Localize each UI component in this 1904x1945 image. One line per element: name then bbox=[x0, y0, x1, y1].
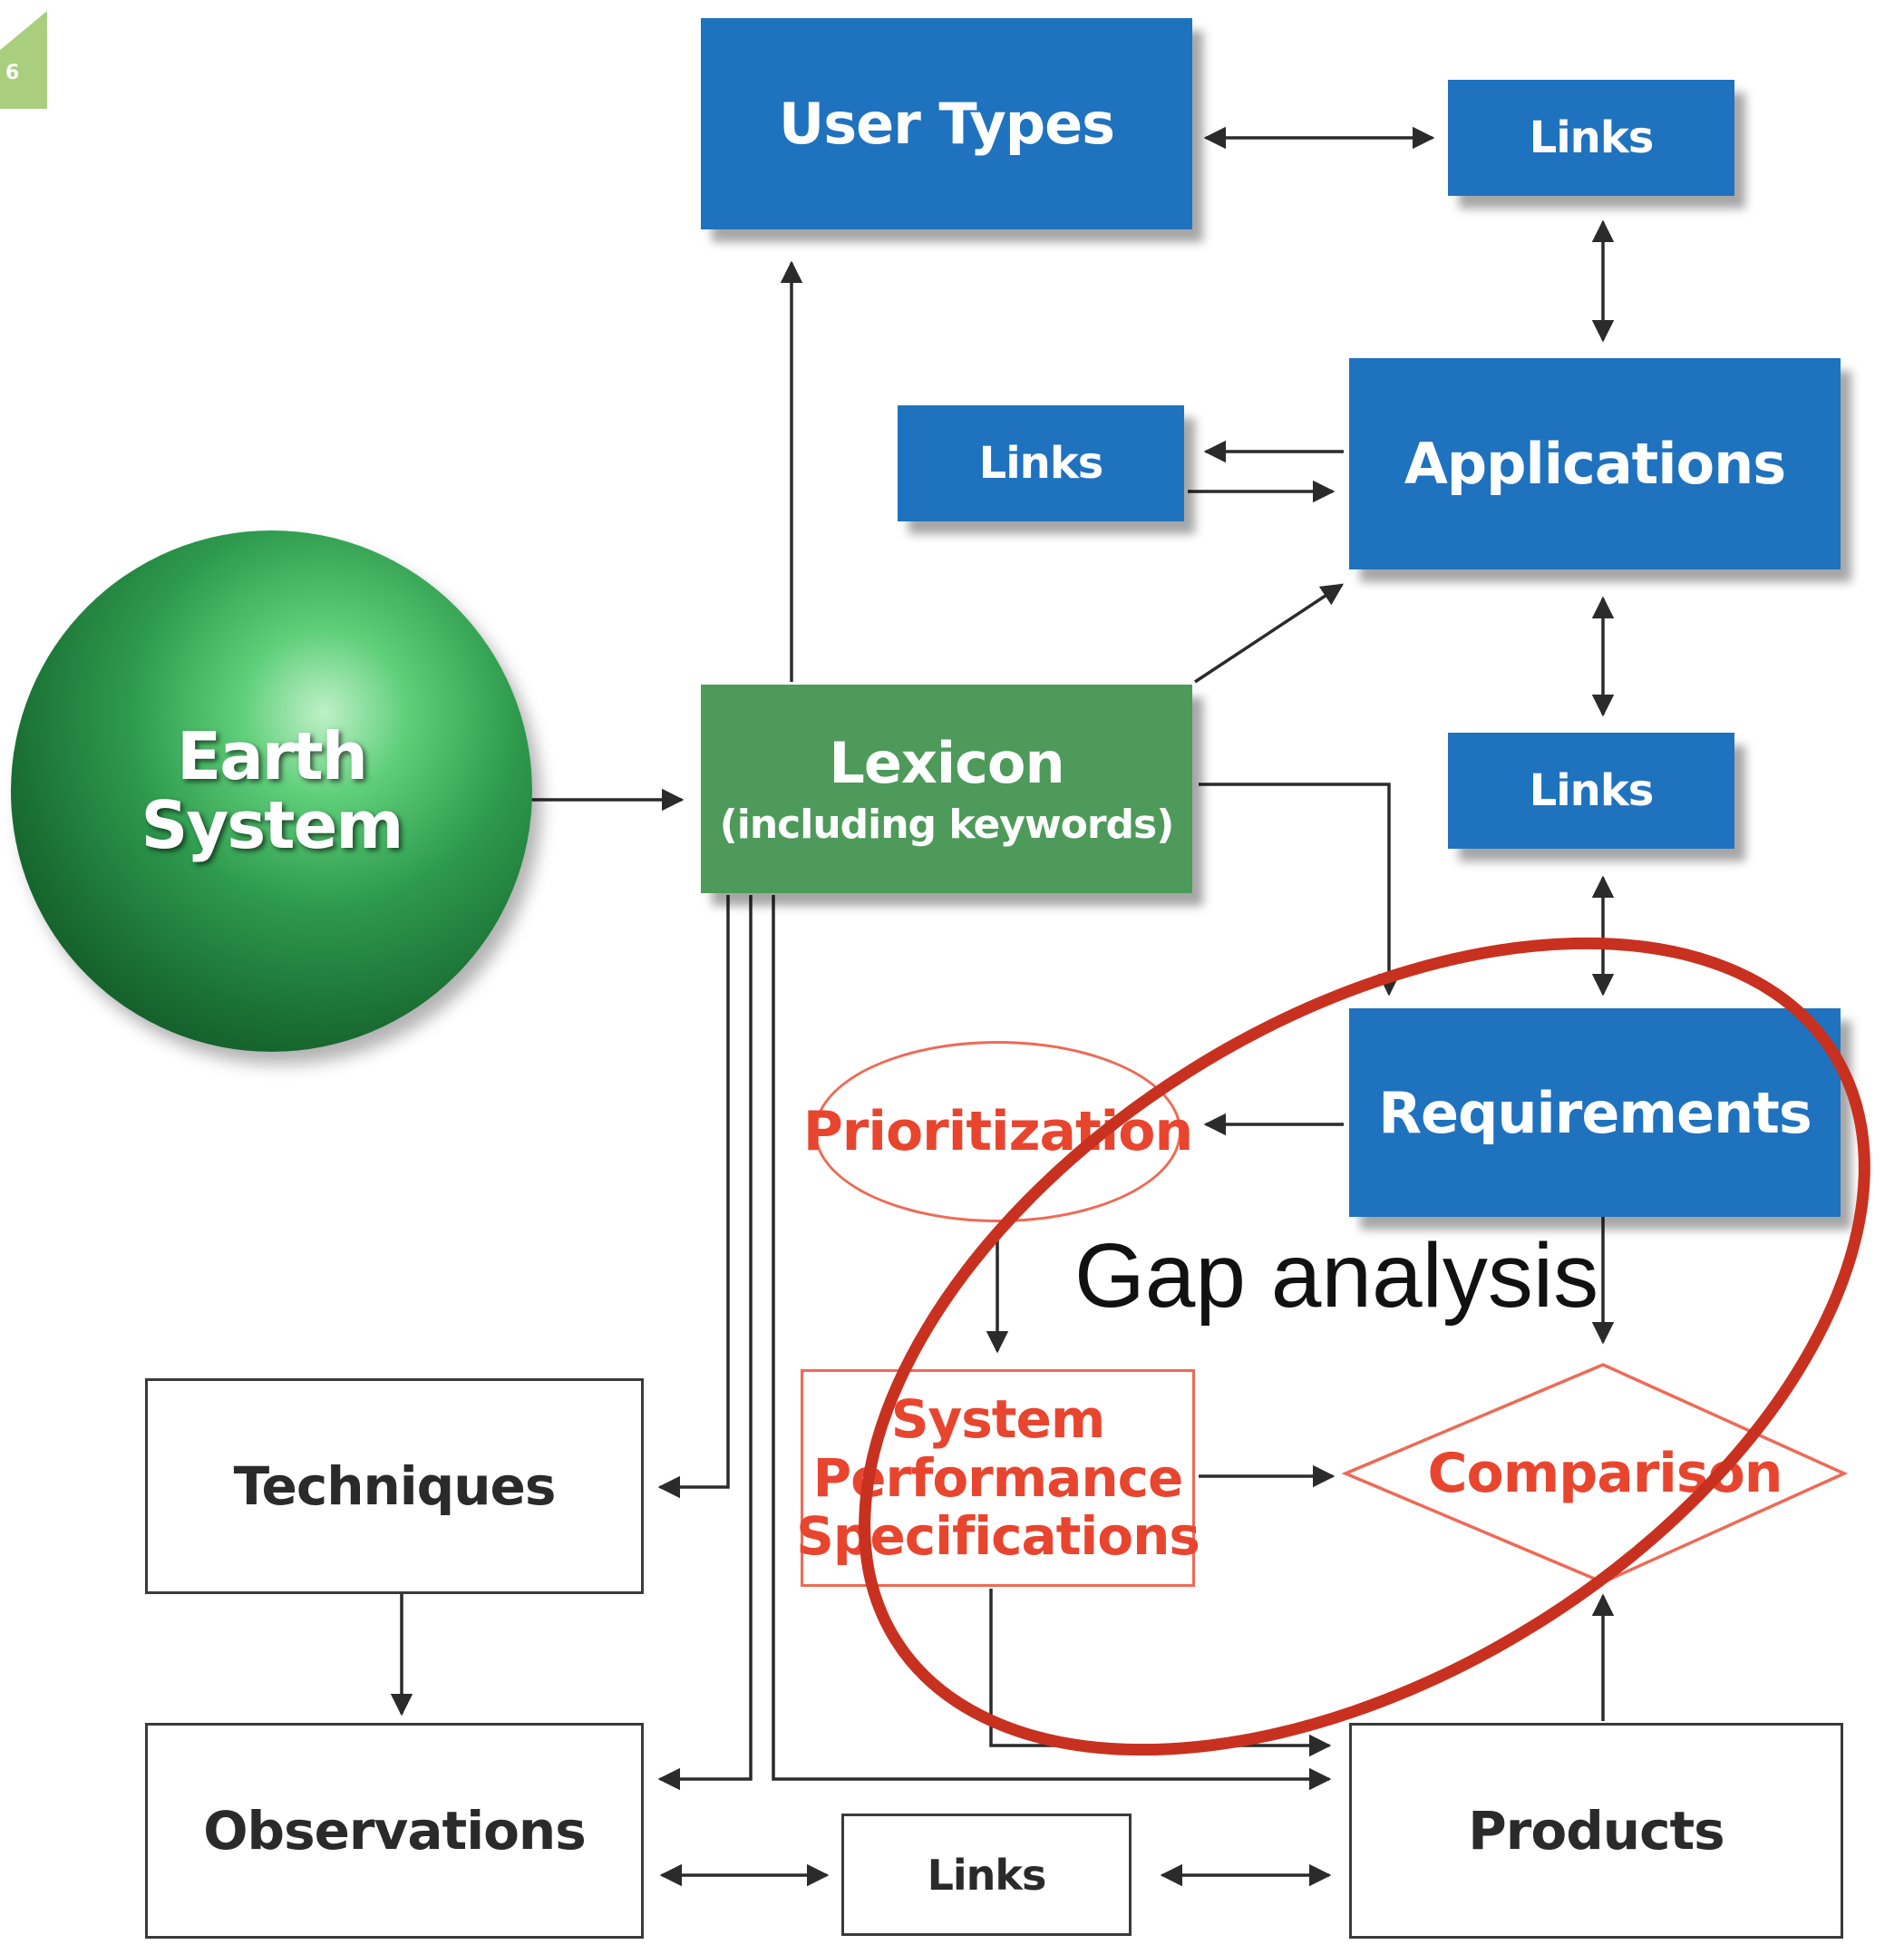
lexicon-box: Lexicon (including keywords) bbox=[701, 685, 1192, 893]
applications-label: Applications bbox=[1404, 431, 1786, 497]
arrow-lexicon-applications bbox=[1194, 583, 1345, 684]
arrow-lexicon-requirements bbox=[1199, 783, 1401, 997]
system-performance-box: System Performance Specifications bbox=[796, 1369, 1200, 1587]
earth-globe-icon bbox=[11, 530, 532, 1052]
earth-label-line1: Earth bbox=[177, 717, 368, 794]
links-top-label: Links bbox=[1529, 112, 1655, 163]
links-applications-label: Links bbox=[978, 438, 1104, 489]
links-applications-box: Links bbox=[898, 405, 1184, 521]
observations-box: Observations bbox=[145, 1723, 644, 1939]
requirements-box: Requirements bbox=[1349, 1008, 1841, 1217]
sysperf-line2: Performance bbox=[812, 1446, 1184, 1509]
techniques-box: Techniques bbox=[145, 1378, 644, 1594]
earth-label-line2: System bbox=[141, 786, 404, 863]
techniques-label: Techniques bbox=[233, 1455, 557, 1517]
comparison-label: Comparison bbox=[1427, 1442, 1783, 1505]
page-number: 6 bbox=[5, 62, 20, 84]
products-box: Products bbox=[1349, 1723, 1843, 1939]
requirements-label: Requirements bbox=[1378, 1079, 1812, 1146]
sysperf-line1: System bbox=[890, 1387, 1106, 1450]
gap-analysis-label: Gap analysis bbox=[1074, 1225, 1599, 1327]
arrow-sysperf-products bbox=[989, 1589, 1332, 1757]
arrow-lexicon-observations bbox=[657, 895, 753, 1791]
links-mid-box: Links bbox=[1448, 733, 1734, 849]
links-bottom-label: Links bbox=[927, 1850, 1047, 1900]
links-top-box: Links bbox=[1448, 80, 1734, 196]
prioritization-label: Prioritization bbox=[802, 1100, 1193, 1163]
links-bottom-box: Links bbox=[841, 1814, 1132, 1936]
user-types-box: User Types bbox=[701, 18, 1192, 229]
comparison-label-wrap: Comparison bbox=[1396, 1424, 1813, 1523]
arrow-lexicon-products bbox=[772, 895, 1332, 1791]
arrow-lexicon-techniques bbox=[657, 895, 730, 1499]
lexicon-subtitle: (including keywords) bbox=[719, 802, 1175, 848]
observations-label: Observations bbox=[203, 1800, 586, 1862]
prioritization-ellipse: Prioritization bbox=[803, 1041, 1193, 1222]
products-label: Products bbox=[1468, 1800, 1724, 1862]
links-mid-label: Links bbox=[1529, 765, 1655, 816]
earth-system-label: Earth System bbox=[11, 530, 532, 1052]
sysperf-line3: Specifications bbox=[796, 1505, 1200, 1568]
applications-box: Applications bbox=[1349, 358, 1841, 569]
user-types-label: User Types bbox=[778, 91, 1115, 157]
lexicon-title: Lexicon bbox=[829, 730, 1064, 796]
